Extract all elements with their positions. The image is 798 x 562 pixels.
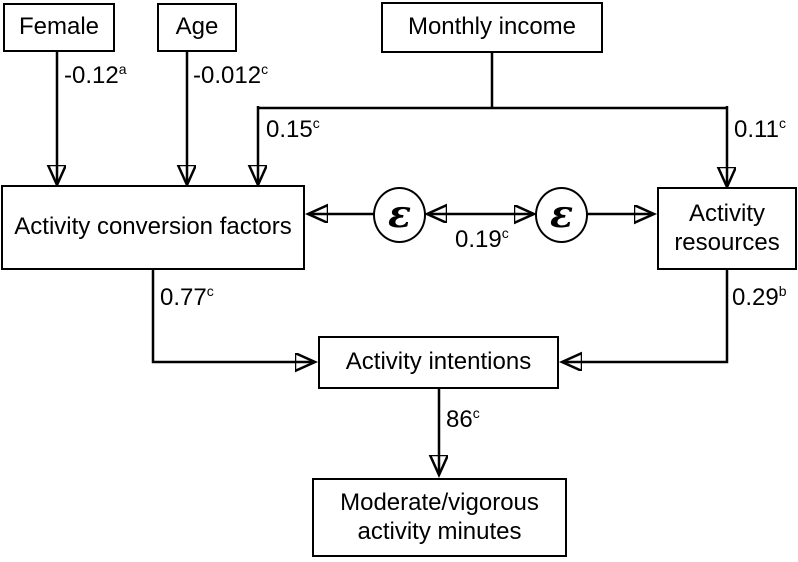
edge-label-income-to-resources: 0.11c xyxy=(734,115,786,143)
edge-label-income-to-conversion: 0.15c xyxy=(266,115,320,143)
node-activity-conversion-factors-label: Activity conversion factors xyxy=(14,213,292,241)
arrow-resources-to-intentions xyxy=(562,270,729,362)
connector-income-tree xyxy=(258,53,727,110)
edge-label-age-to-conversion: -0.012c xyxy=(193,61,269,89)
node-activity-intentions-label: Activity intentions xyxy=(345,348,532,376)
node-moderate-vigorous-activity-minutes: Moderate/vigorous activity minutes xyxy=(312,478,567,557)
arrow-conversion-to-intentions xyxy=(151,270,315,362)
error-term-left: ε xyxy=(373,187,426,243)
node-female-label: Female xyxy=(18,13,100,41)
node-female: Female xyxy=(3,3,115,52)
node-moderate-vigorous-activity-minutes-label: Moderate/vigorous activity minutes xyxy=(340,489,539,545)
node-age-label: Age xyxy=(175,13,219,41)
edge-label-resources-to-intentions: 0.29b xyxy=(732,283,787,311)
node-activity-resources: Activity resources xyxy=(657,187,797,270)
node-age: Age xyxy=(157,3,237,52)
epsilon-symbol: ε xyxy=(387,190,412,236)
node-activity-intentions: Activity intentions xyxy=(318,336,559,389)
edge-label-intentions-to-outcome: 86c xyxy=(446,405,480,433)
node-monthly-income: Monthly income xyxy=(381,2,603,53)
error-term-right: ε xyxy=(535,187,588,243)
node-activity-conversion-factors: Activity conversion factors xyxy=(1,185,305,270)
node-monthly-income-label: Monthly income xyxy=(407,13,577,41)
edge-label-conversion-to-intentions: 0.77c xyxy=(160,283,214,311)
edge-label-error-covariance: 0.19c xyxy=(455,225,509,253)
epsilon-symbol: ε xyxy=(549,190,574,236)
node-activity-resources-label: Activity resources xyxy=(674,200,780,256)
edge-label-female-to-conversion: -0.12a xyxy=(64,61,127,89)
